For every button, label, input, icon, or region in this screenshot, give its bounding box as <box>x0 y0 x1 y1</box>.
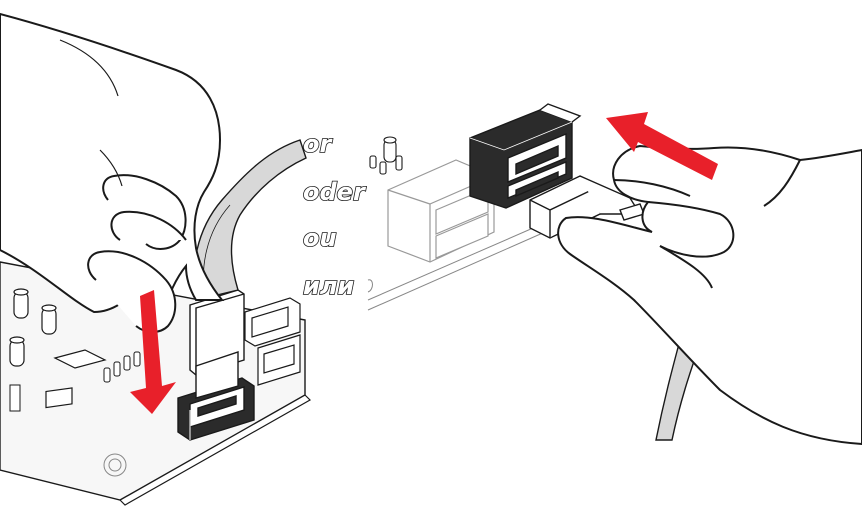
sata-ports-right <box>469 103 582 209</box>
sata-port-left <box>177 377 255 441</box>
small-components-left <box>9 351 141 412</box>
capacitors-left <box>9 288 57 367</box>
label-or-ru: или <box>303 272 354 300</box>
label-or-fr: ou <box>303 224 337 252</box>
hand-right <box>557 144 862 446</box>
sata-block-pale <box>387 159 495 263</box>
right-motherboard <box>367 224 546 311</box>
arrow-up-left-icon <box>606 112 718 180</box>
capacitors-right <box>369 136 403 175</box>
sata-ports-back-left <box>244 297 301 386</box>
sata-plug-left <box>189 289 245 399</box>
sata-cable-left <box>193 139 307 301</box>
small-chip-left <box>45 387 73 409</box>
arrow-down-icon <box>130 290 176 414</box>
or-labels: or oder ou или <box>302 129 368 301</box>
chip-left <box>53 349 107 369</box>
screw-hole-left <box>103 453 127 477</box>
label-or-de: oder <box>303 178 367 206</box>
right-illustration <box>367 103 862 446</box>
sata-cable-right <box>655 339 701 441</box>
left-illustration <box>0 12 311 506</box>
sata-plug-right <box>529 175 645 239</box>
label-or-en: or <box>303 130 333 158</box>
fingers-right <box>613 159 801 289</box>
